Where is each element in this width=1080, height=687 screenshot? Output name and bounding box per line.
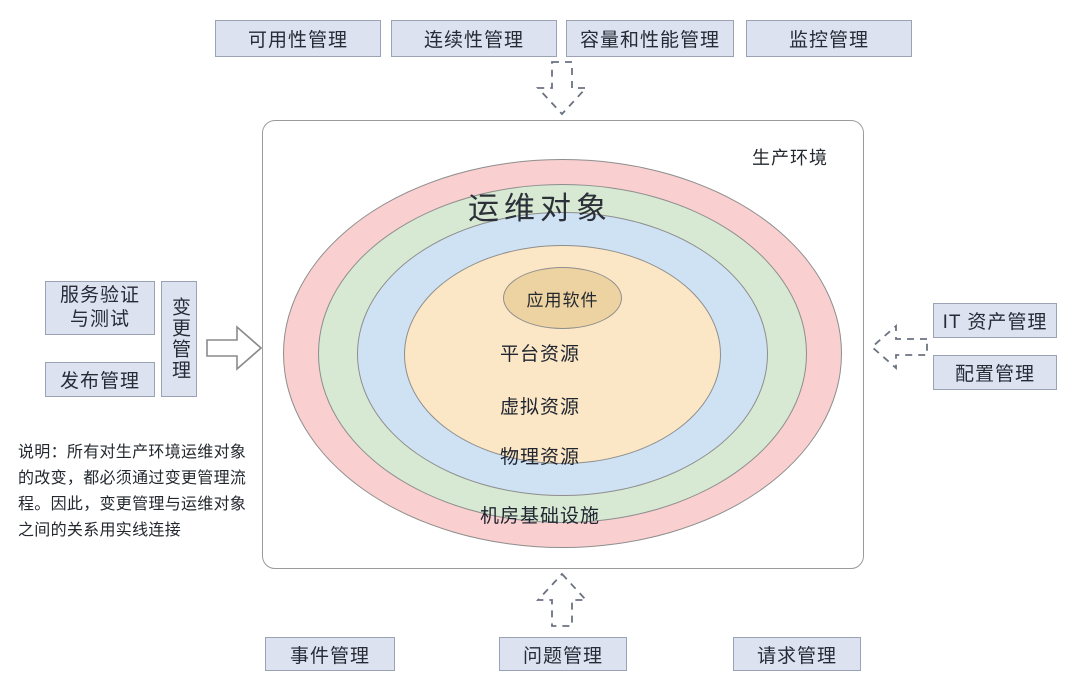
box-label: 变更管理: [168, 297, 190, 381]
ring-label-platform-resource: 平台资源: [499, 344, 580, 365]
box-label: 请求管理: [756, 645, 837, 667]
process-box-request-management[interactable]: 请求管理: [733, 637, 861, 671]
production-environment-label: 生产环境: [752, 148, 828, 168]
process-box-continuity-management[interactable]: 连续性管理: [391, 20, 557, 57]
box-label: 可用性管理: [247, 30, 348, 51]
process-box-capacity-performance-management[interactable]: 容量和性能管理: [566, 20, 734, 57]
process-box-problem-management[interactable]: 问题管理: [499, 637, 627, 671]
diagram-title: 运维对象: [468, 191, 612, 226]
box-label: 问题管理: [522, 645, 603, 667]
process-box-change-management[interactable]: 变更管理: [161, 281, 197, 397]
box-label: 服务验证与测试: [59, 284, 140, 330]
process-box-service-validation-testing[interactable]: 服务验证与测试: [45, 281, 155, 335]
ring-label-virtual-resource: 虚拟资源: [499, 397, 580, 418]
explanatory-note: 说明：所有对生产环境运维对象的改变，都必须通过变更管理流程。因此，变更管理与运维…: [18, 444, 247, 539]
box-label: 发布管理: [59, 371, 140, 392]
box-label: 配置管理: [954, 364, 1035, 385]
box-label: 监控管理: [788, 30, 869, 51]
box-label: IT 资产管理: [942, 312, 1048, 333]
box-label: 事件管理: [289, 645, 370, 667]
right-dashed-arrow-left-icon: [870, 324, 928, 370]
ring-label-application-software: 应用软件: [526, 290, 599, 310]
box-label: 连续性管理: [423, 30, 524, 51]
process-box-configuration-management[interactable]: 配置管理: [933, 355, 1057, 390]
box-label: 容量和性能管理: [579, 30, 720, 51]
process-box-release-management[interactable]: 发布管理: [45, 362, 155, 397]
process-box-incident-management[interactable]: 事件管理: [265, 637, 395, 671]
process-box-monitoring-management[interactable]: 监控管理: [746, 20, 912, 57]
ring-label-facility-infrastructure: 机房基础设施: [479, 506, 600, 527]
ring-application-software: [503, 267, 622, 329]
left-solid-arrow-right-icon: [206, 325, 263, 371]
ring-label-physical-resource: 物理资源: [499, 447, 580, 468]
top-dashed-arrow-down-icon: [535, 61, 589, 116]
bottom-dashed-arrow-up-icon: [535, 572, 589, 627]
process-box-availability-management[interactable]: 可用性管理: [215, 20, 381, 57]
process-box-it-asset-management[interactable]: IT 资产管理: [933, 303, 1057, 338]
